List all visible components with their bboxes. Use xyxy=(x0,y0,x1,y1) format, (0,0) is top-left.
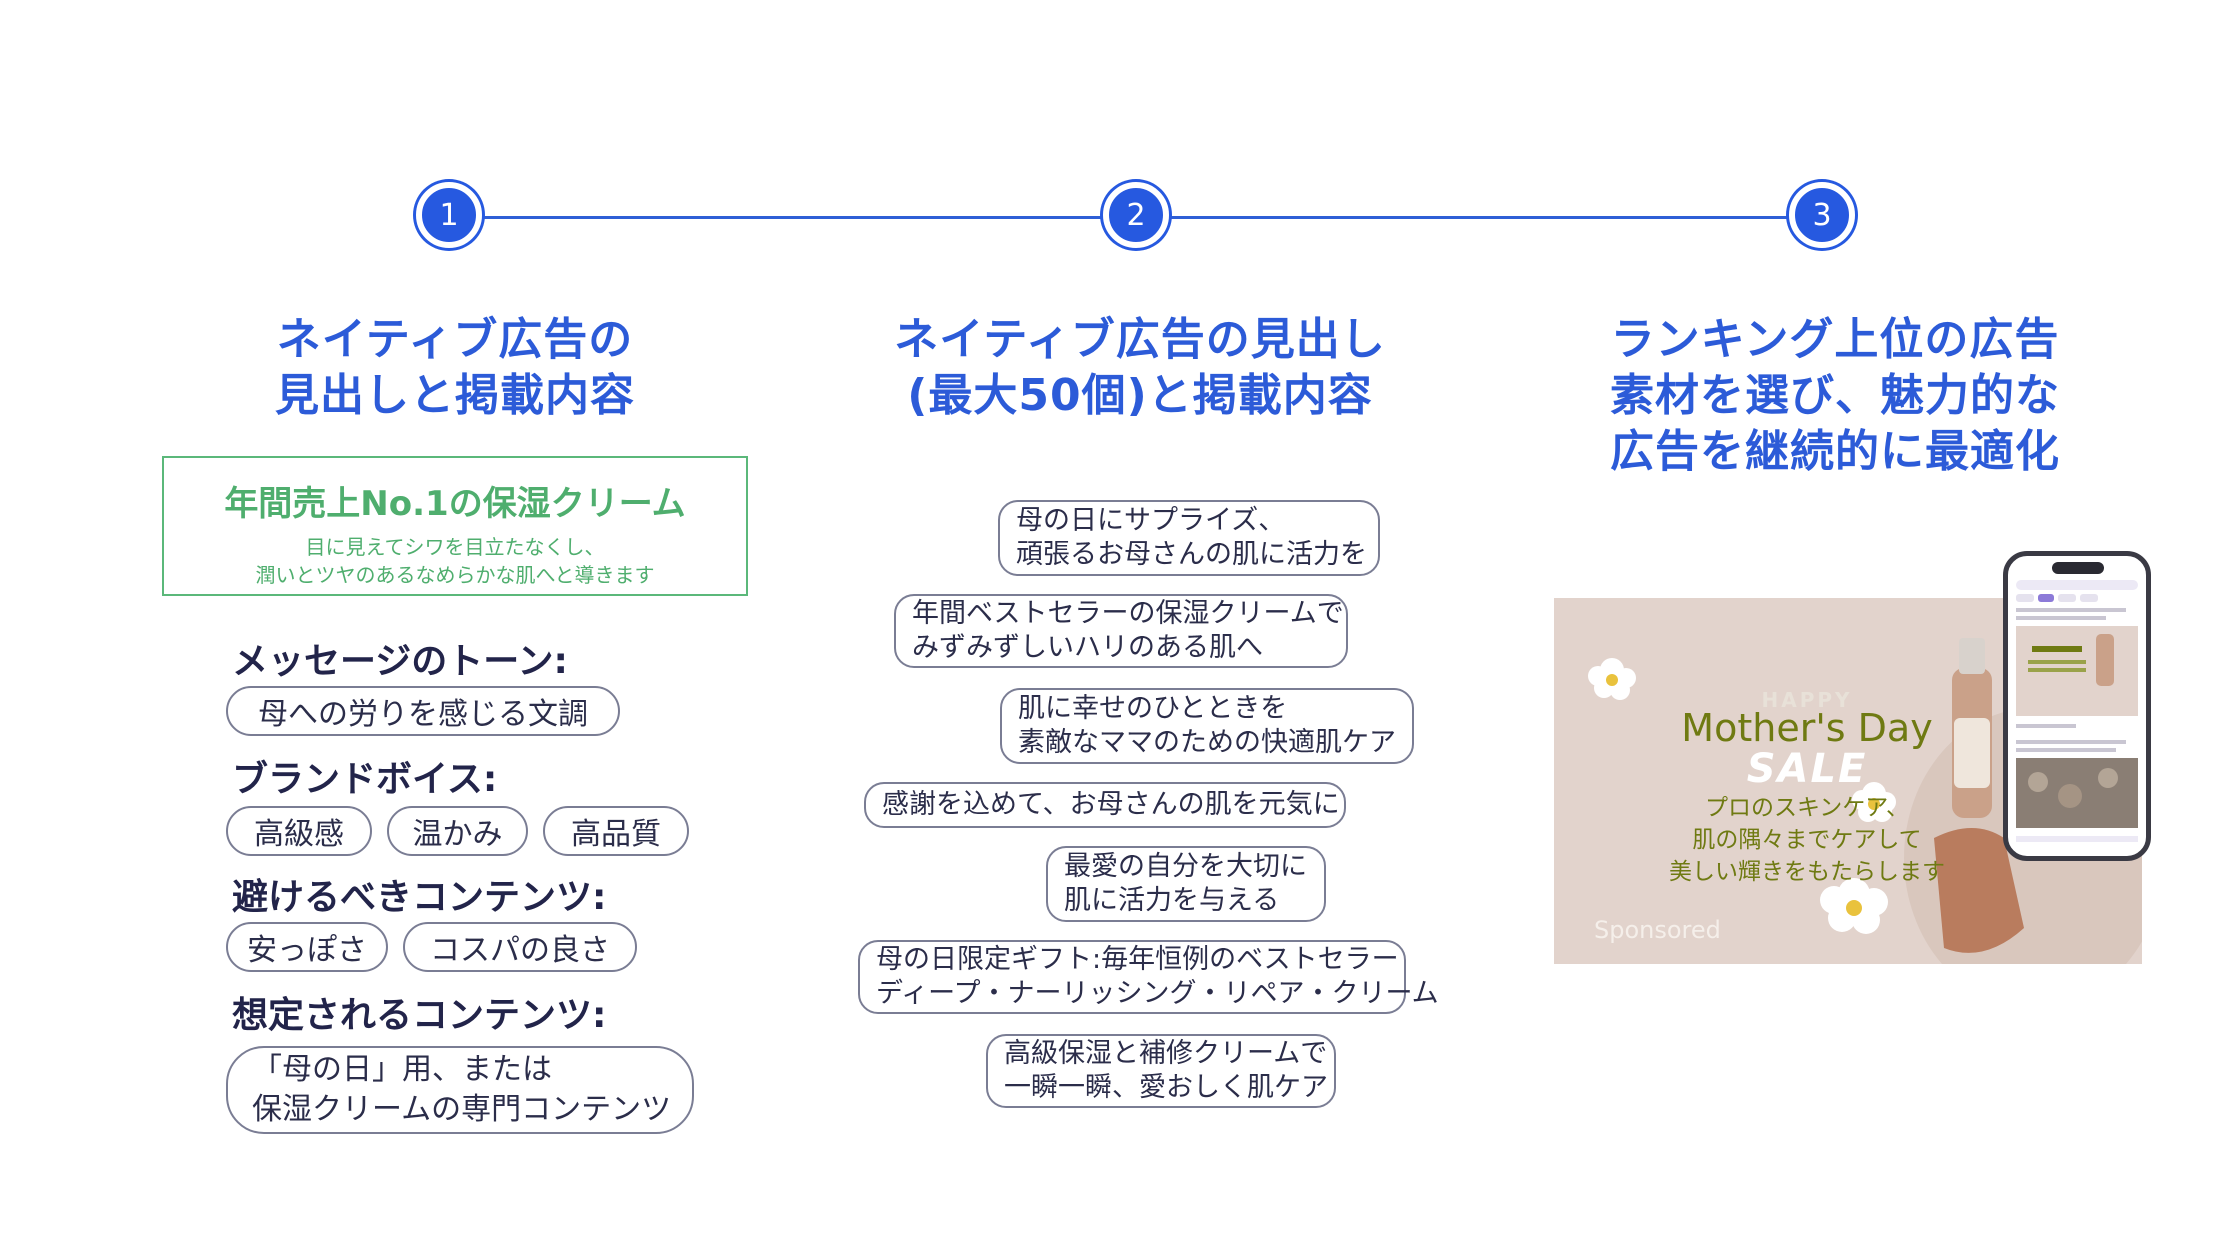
tone-label: メッセージのトーン: xyxy=(232,641,568,682)
step-3-title: ランキング上位の広告素材を選び、魅力的な広告を継続的に最適化 xyxy=(1610,314,2060,477)
phone-screen xyxy=(2016,580,2138,842)
flower-icon xyxy=(1588,658,1636,700)
ad-sponsored-label: Sponsored xyxy=(1594,916,1721,944)
step-2-circle: 2 xyxy=(1103,182,1169,248)
cream-bottle-icon xyxy=(1952,638,1992,818)
avoid-tag-cheap: 安っぽさ xyxy=(226,922,388,972)
step-1-title: ネイティブ広告の見出しと掲載内容 xyxy=(275,314,635,421)
generated-headline: 最愛の自分を大切に肌に活力を与える xyxy=(1046,846,1326,922)
expected-content-tag: 「母の日」用、または保湿クリームの専門コンテンツ xyxy=(226,1046,694,1134)
ad-mothers-day-text: Mother's Day xyxy=(1681,706,1933,750)
voice-tag-luxury: 高級感 xyxy=(226,806,372,856)
voice-tag-warmth: 温かみ xyxy=(387,806,528,856)
generated-headline: 高級保湿と補修クリームで一瞬一瞬、愛おしく肌ケア xyxy=(986,1034,1336,1108)
smartphone-icon xyxy=(2003,551,2151,861)
generated-headline: 母の日限定ギフト:毎年恒例のベストセラーディープ・ナーリッシング・リペア・クリー… xyxy=(858,940,1439,1014)
ad-copy: プロのスキンケア、肌の隅々までケアして美しい輝きをもたらします xyxy=(1669,795,1945,885)
ad-happy-text: HAPPY xyxy=(1761,688,1853,712)
brand-voice-label: ブランドボイス: xyxy=(232,759,498,800)
avoid-label: 避けるべきコンテンツ: xyxy=(232,877,607,918)
source-ad-body: 目に見えてシワを目立たなくし、潤いとツヤのあるなめらかな肌へと導きます xyxy=(255,535,655,587)
expected-content-label: 想定されるコンテンツ: xyxy=(232,995,607,1036)
step-2-title: ネイティブ広告の見出し(最大50個)と掲載内容 xyxy=(894,314,1386,421)
generated-headline: 感謝を込めて、お母さんの肌を元気に xyxy=(864,782,1346,828)
voice-tag-quality: 高品質 xyxy=(543,806,689,856)
step-3-circle: 3 xyxy=(1789,182,1855,248)
generated-headline: 年間ベストセラーの保湿クリームでみずみずしいハリのある肌へ xyxy=(894,594,1348,668)
source-ad-headline: 年間売上No.1の保湿クリーム xyxy=(224,484,686,524)
generated-headline: 肌に幸せのひとときを素敵なママのための快適肌ケア xyxy=(1000,688,1414,764)
avoid-tag-cost: コスパの良さ xyxy=(403,922,637,972)
ad-sale-text: SALE xyxy=(1746,746,1868,792)
source-ad-box: 年間売上No.1の保湿クリーム 目に見えてシワを目立たなくし、潤いとツヤのあるな… xyxy=(162,456,748,596)
generated-headline: 母の日にサプライズ、頑張るお母さんの肌に活力を xyxy=(998,500,1380,576)
tone-tag: 母への労りを感じる文調 xyxy=(226,686,620,736)
step-1-circle: 1 xyxy=(416,182,482,248)
phone-notch xyxy=(2052,562,2104,574)
